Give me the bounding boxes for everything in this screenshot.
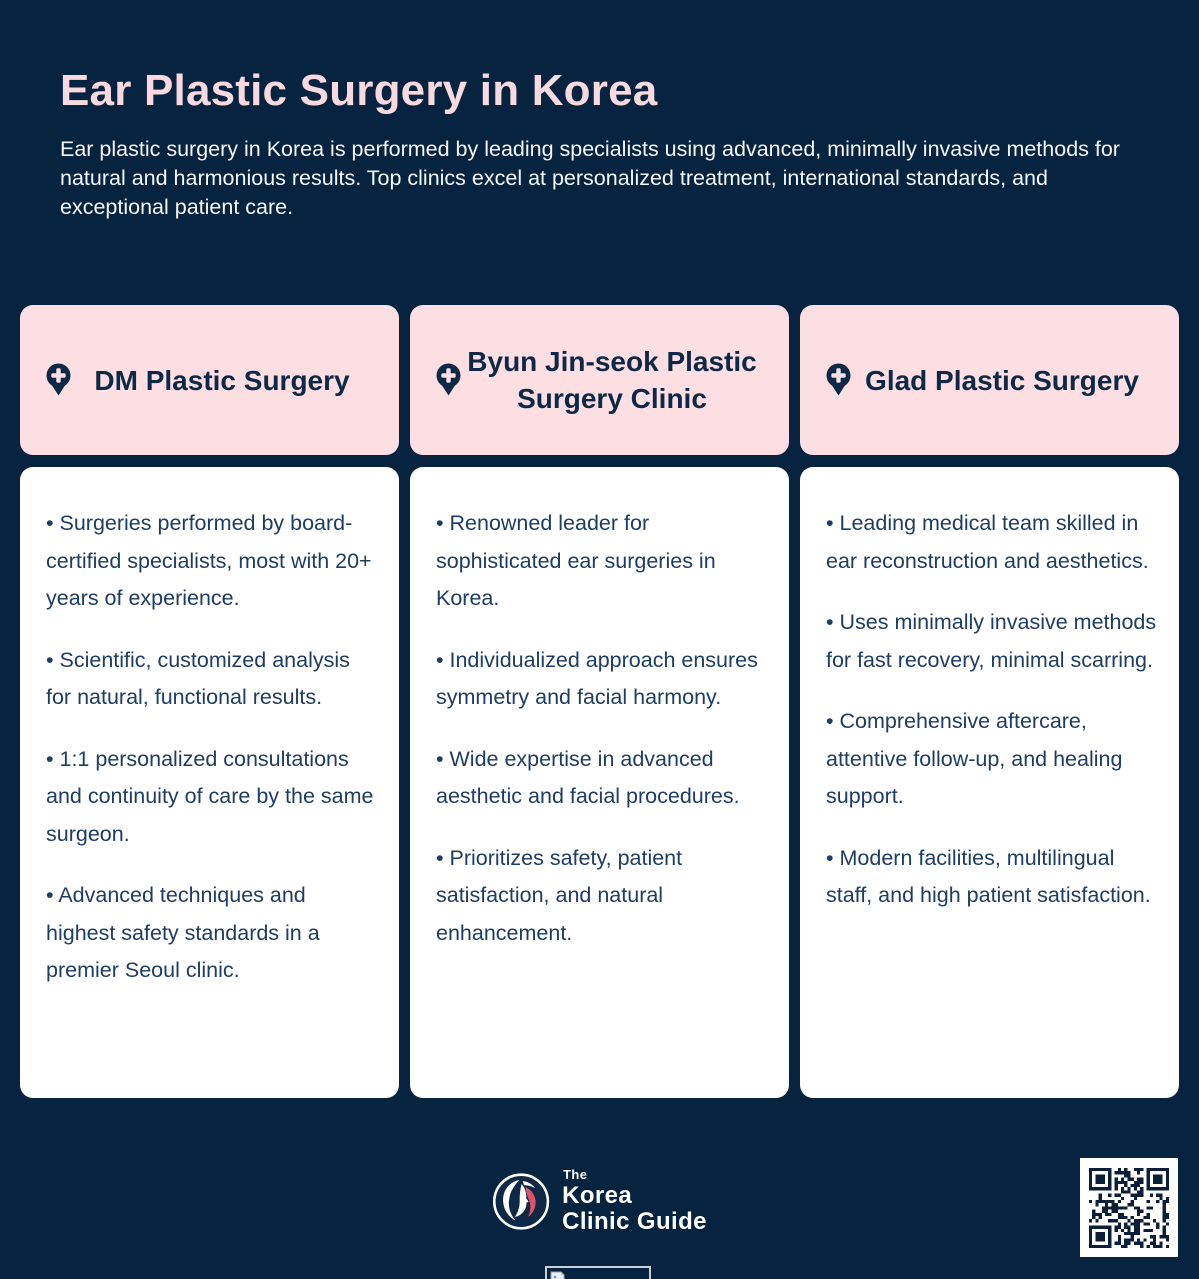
medical-location-pin-icon [436, 363, 461, 396]
bullet-item: • Comprehensive aftercare, attentive fol… [826, 709, 1123, 808]
bullet-item: • Scientific, customized analysis for na… [46, 647, 350, 710]
bullet-item: • Uses minimally invasive methods for fa… [826, 610, 1157, 672]
clinic-cards: DM Plastic Surgery • Surgeries performed… [20, 305, 1179, 1098]
bullet-item: • Renowned leader for sophisticated ear … [436, 511, 716, 610]
clinic-card-body: • Surgeries performed by board-certified… [20, 467, 399, 1098]
korea-clinic-guide-logo-icon [492, 1172, 549, 1230]
bullet-item: • Wide expertise in advanced aesthetic a… [436, 746, 740, 809]
clinic-card: DM Plastic Surgery • Surgeries performed… [20, 305, 399, 1098]
bullet-item: • Prioritizes safety, patient satisfacti… [436, 845, 683, 945]
clinic-card-title: Byun Jin-seok Plastic Surgery Clinic [467, 346, 757, 414]
logo-text-the: The [563, 1167, 588, 1182]
bullet-item: • Individualized approach ensures symmet… [436, 647, 758, 710]
bullet-item: • Modern facilities, multilingual staff,… [826, 845, 1151, 908]
broken-image-placeholder [545, 1266, 651, 1279]
footer-logo: The Korea Clinic Guide [492, 1168, 707, 1234]
page-description: Ear plastic surgery in Korea is performe… [60, 137, 1120, 220]
logo-text-korea: Korea [562, 1182, 633, 1209]
clinic-card-title: Glad Plastic Surgery [865, 364, 1139, 396]
logo-text-clinic-guide: Clinic Guide [562, 1208, 707, 1235]
bullet-item: • 1:1 personalized consultations and con… [46, 746, 374, 846]
footer-logo-text: The Korea Clinic Guide [562, 1168, 707, 1234]
page-title: Ear Plastic Surgery in Korea [60, 66, 658, 115]
broken-image-icon [550, 1271, 565, 1279]
clinic-card: Glad Plastic Surgery • Leading medical t… [800, 305, 1179, 1098]
qr-code [1080, 1158, 1178, 1257]
bullet-item: • Surgeries performed by board-certified… [46, 511, 372, 610]
bullet-item: • Advanced techniques and highest safety… [46, 883, 320, 982]
clinic-card-title: DM Plastic Surgery [94, 364, 350, 396]
clinic-card: Byun Jin-seok Plastic Surgery Clinic • R… [410, 305, 789, 1098]
clinic-card-header: Glad Plastic Surgery [800, 305, 1179, 455]
bullet-item: • Leading medical team skilled in ear re… [826, 511, 1149, 573]
hero-section: Ear Plastic Surgery in Korea Ear plastic… [60, 66, 1140, 222]
clinic-card-body: • Renowned leader for sophisticated ear … [410, 467, 789, 1098]
medical-location-pin-icon [46, 363, 71, 396]
clinic-card-header: Byun Jin-seok Plastic Surgery Clinic [410, 305, 789, 455]
clinic-card-body: • Leading medical team skilled in ear re… [800, 467, 1179, 1098]
medical-location-pin-icon [826, 363, 851, 396]
clinic-card-header: DM Plastic Surgery [20, 305, 399, 455]
